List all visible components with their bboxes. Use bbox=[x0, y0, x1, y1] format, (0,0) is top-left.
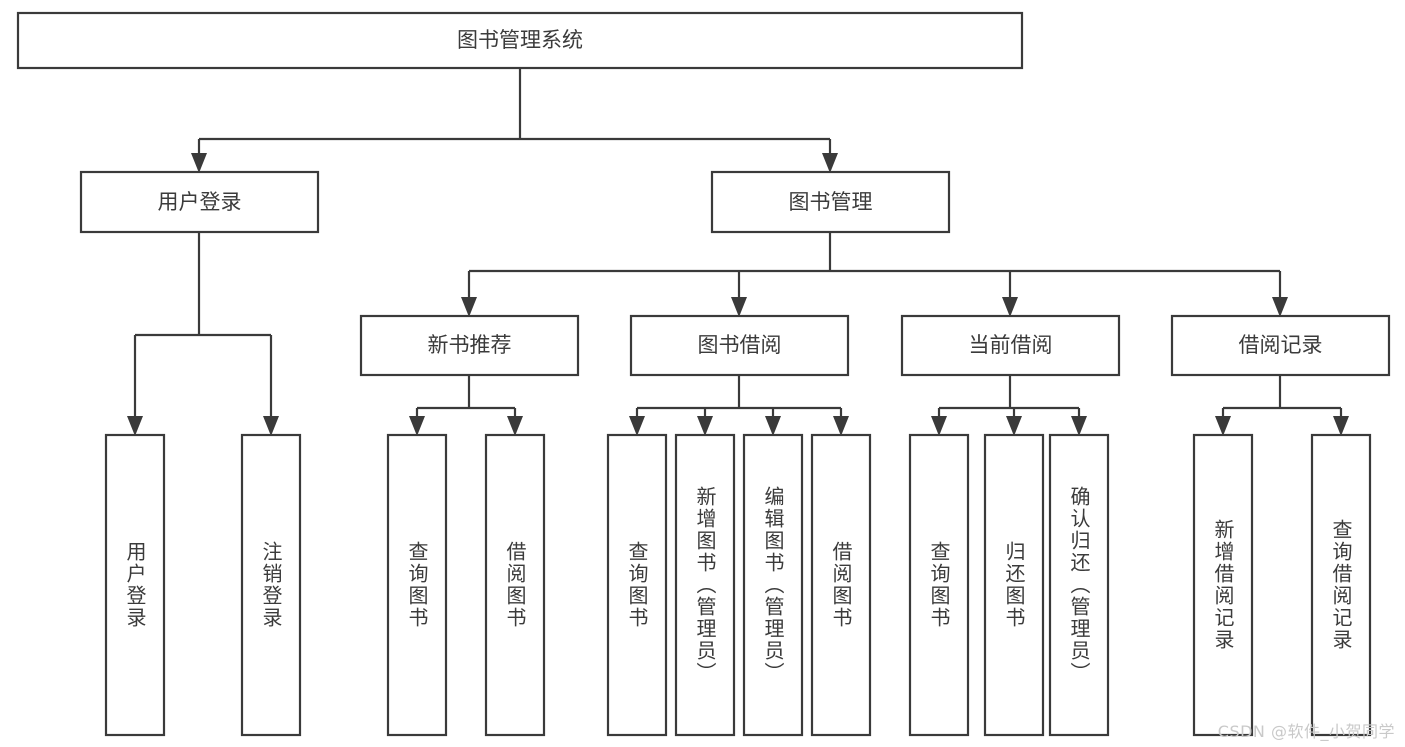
leaf-node-leaf-query-book-1[interactable] bbox=[386, 433, 448, 737]
leaf-node-leaf-query-book-3[interactable] bbox=[908, 433, 970, 737]
arrow-head-bus-current-borrow-2 bbox=[1071, 416, 1087, 436]
arrow-head-bus-book-borrow-3 bbox=[833, 416, 849, 436]
arrow-head-bus-book-borrow-0 bbox=[629, 416, 645, 436]
arrow-head-bus-root-0 bbox=[191, 153, 207, 173]
level1-node-user-login[interactable] bbox=[79, 170, 320, 234]
arrow-head-bus-book-manage-1 bbox=[731, 297, 747, 317]
arrow-head-bus-borrow-record-0 bbox=[1215, 416, 1231, 436]
connector-layer bbox=[127, 68, 1349, 436]
leaf-node-leaf-borrow-book-2[interactable] bbox=[810, 433, 872, 737]
leaf-node-leaf-add-record[interactable] bbox=[1192, 433, 1254, 737]
level2-node-book-borrow[interactable] bbox=[629, 314, 850, 377]
arrow-head-bus-current-borrow-1 bbox=[1006, 416, 1022, 436]
arrow-head-bus-user-login-1 bbox=[263, 416, 279, 436]
arrow-head-bus-user-login-0 bbox=[127, 416, 143, 436]
level2-node-borrow-record[interactable] bbox=[1170, 314, 1391, 377]
arrow-head-bus-root-1 bbox=[822, 153, 838, 173]
leaf-node-leaf-user-login[interactable] bbox=[104, 433, 166, 737]
arrow-head-bus-book-borrow-2 bbox=[765, 416, 781, 436]
arrow-head-bus-book-manage-3 bbox=[1272, 297, 1288, 317]
root-node-root[interactable] bbox=[16, 11, 1024, 70]
arrow-head-bus-new-book-rec-0 bbox=[409, 416, 425, 436]
level2-node-new-book-rec[interactable] bbox=[359, 314, 580, 377]
box-layer bbox=[16, 11, 1391, 737]
level1-node-book-manage[interactable] bbox=[710, 170, 951, 234]
arrow-head-bus-current-borrow-0 bbox=[931, 416, 947, 436]
leaf-node-leaf-add-book[interactable] bbox=[674, 433, 736, 737]
leaf-node-leaf-borrow-book-1[interactable] bbox=[484, 433, 546, 737]
level2-node-current-borrow[interactable] bbox=[900, 314, 1121, 377]
leaf-node-leaf-confirm-return[interactable] bbox=[1048, 433, 1110, 737]
arrow-head-bus-book-borrow-1 bbox=[697, 416, 713, 436]
arrow-head-bus-book-manage-0 bbox=[461, 297, 477, 317]
arrow-head-bus-book-manage-2 bbox=[1002, 297, 1018, 317]
leaf-node-leaf-query-record[interactable] bbox=[1310, 433, 1372, 737]
leaf-node-leaf-edit-book[interactable] bbox=[742, 433, 804, 737]
leaf-node-leaf-query-book-2[interactable] bbox=[606, 433, 668, 737]
arrow-head-bus-new-book-rec-1 bbox=[507, 416, 523, 436]
leaf-node-leaf-logout[interactable] bbox=[240, 433, 302, 737]
arrow-head-bus-borrow-record-1 bbox=[1333, 416, 1349, 436]
leaf-node-leaf-return-book[interactable] bbox=[983, 433, 1045, 737]
